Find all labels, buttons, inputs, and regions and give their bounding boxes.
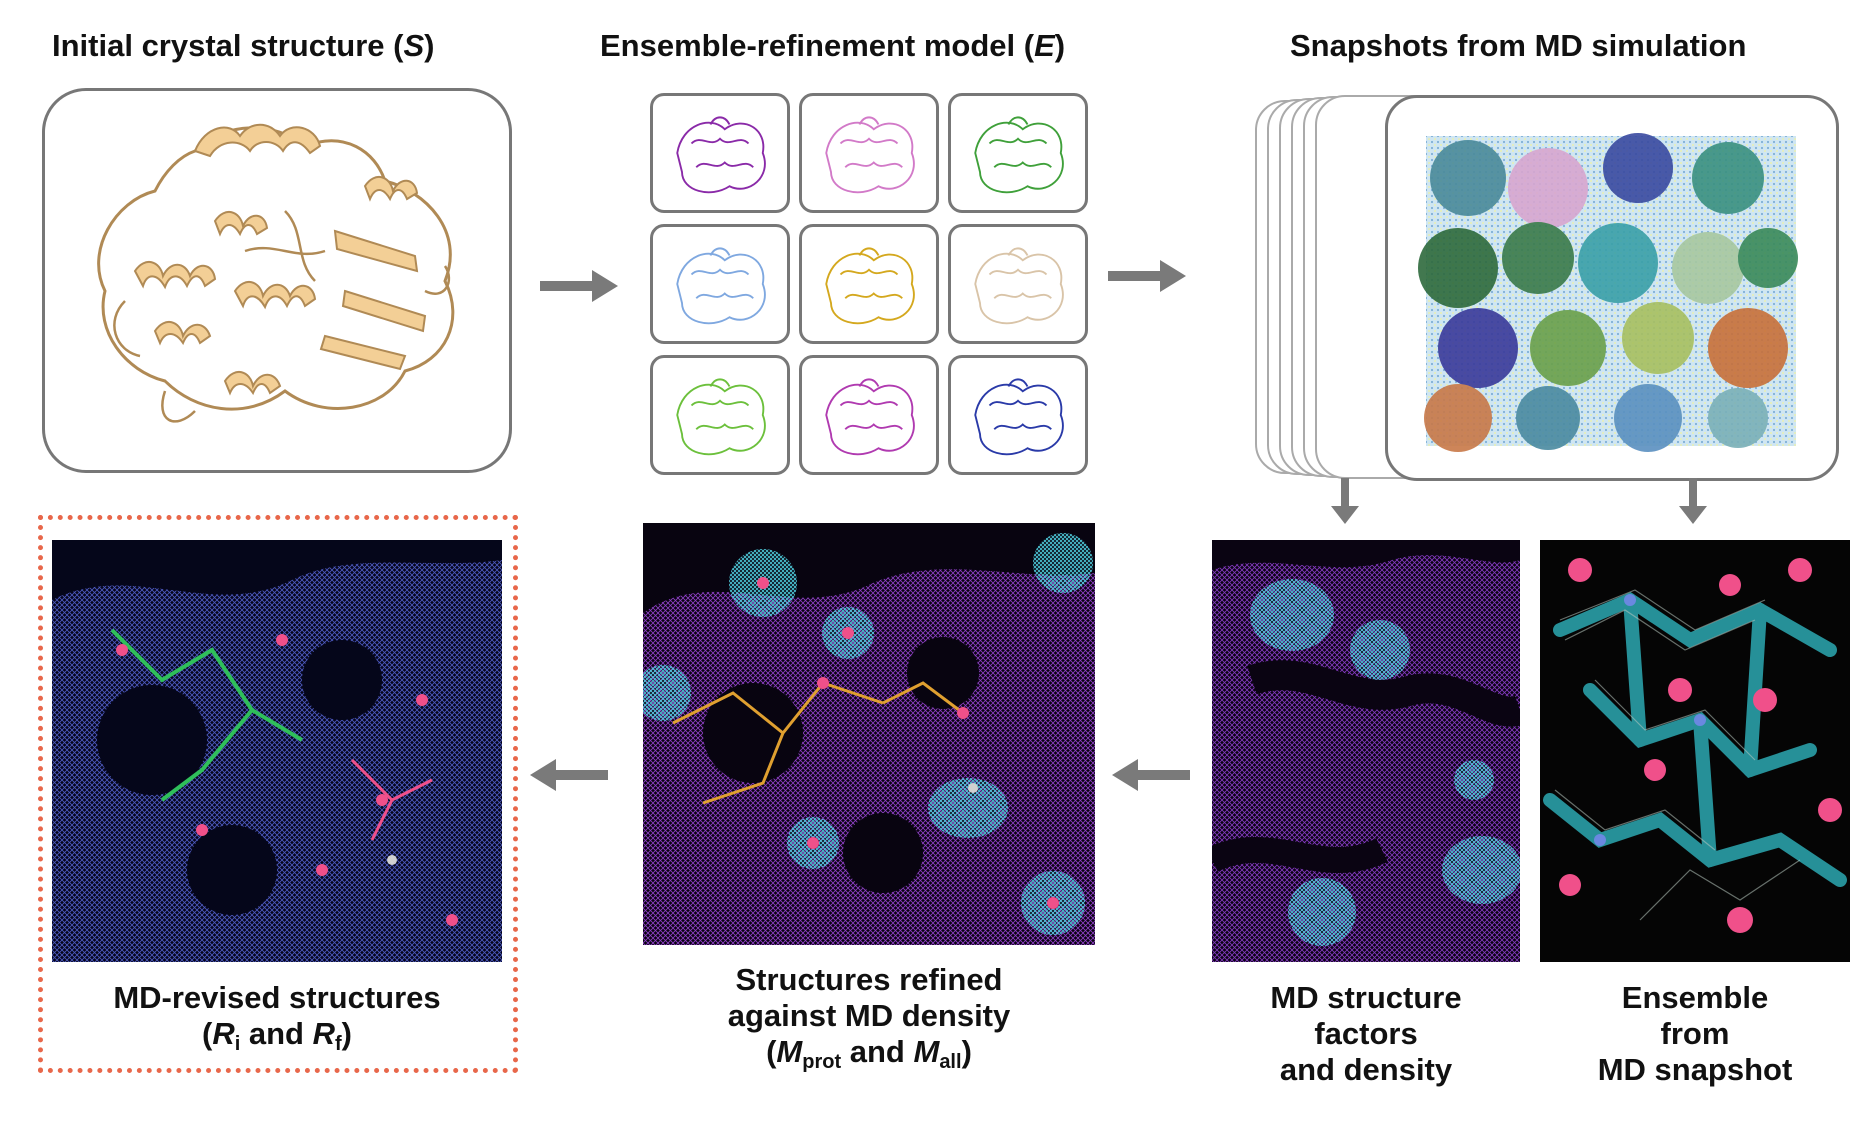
md-snapshot-stack — [1255, 95, 1839, 481]
arrow-right-icon — [540, 270, 618, 302]
caption-md-factors: MD structure factors and density — [1270, 980, 1462, 1087]
ensemble-grid — [650, 93, 1088, 478]
ensemble-tile — [650, 224, 790, 344]
protein-mini-icon — [974, 378, 1064, 456]
protein-mini-icon — [825, 378, 915, 456]
arrow-left-icon — [1112, 759, 1190, 791]
protein-mini-icon — [676, 116, 766, 194]
caption-refined: Structures refined against MD density (M… — [727, 962, 1011, 1073]
title-initial-structure: Initial crystal structure (S) — [52, 28, 435, 63]
arrow-down-icon — [1331, 478, 1359, 524]
protein-mini-icon — [676, 378, 766, 456]
ensemble-tile — [650, 355, 790, 475]
title-ensemble-refinement: Ensemble-refinement model (E) — [600, 28, 1066, 63]
md-revised-highlight-frame — [38, 515, 518, 1073]
protein-mini-icon — [974, 247, 1064, 325]
refined-density-image — [643, 523, 1095, 945]
arrow-down-icon — [1679, 478, 1707, 524]
arrow-right-icon — [1108, 260, 1186, 292]
arrow-left-icon — [530, 759, 608, 791]
ensemble-tile — [948, 93, 1088, 213]
md-density-image — [1212, 540, 1520, 962]
ensemble-tile — [650, 93, 790, 213]
ensemble-tile — [948, 224, 1088, 344]
protein-mini-icon — [825, 247, 915, 325]
protein-cartoon-tan — [97, 123, 455, 423]
initial-structure-panel — [42, 88, 512, 473]
md-ensemble-image — [1540, 540, 1850, 962]
ensemble-tile — [799, 224, 939, 344]
caption-md-ensemble: Ensemble from MD snapshot — [1597, 980, 1793, 1087]
md-unit-cell-image — [1418, 133, 1798, 452]
caption-md-revised: MD-revised structures (Ri and Rf) — [113, 980, 441, 1055]
protein-mini-icon — [676, 247, 766, 325]
protein-mini-icon — [825, 116, 915, 194]
protein-mini-icon — [974, 116, 1064, 194]
ensemble-tile — [948, 355, 1088, 475]
ensemble-tile — [799, 93, 939, 213]
snapshot-card-front — [1385, 95, 1839, 481]
ensemble-tile — [799, 355, 939, 475]
title-md-snapshots: Snapshots from MD simulation — [1290, 28, 1747, 63]
md-revised-density-image — [52, 540, 502, 962]
